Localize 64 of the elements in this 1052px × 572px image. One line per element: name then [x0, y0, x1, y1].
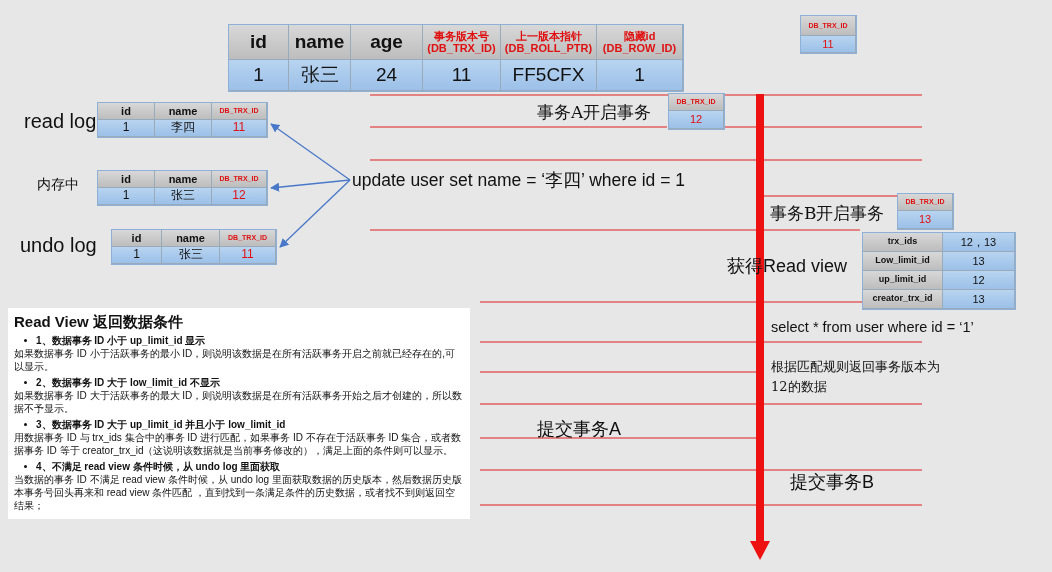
table-cell: 12	[943, 271, 1015, 290]
table-cell: 1	[112, 247, 162, 264]
table-cell: 11	[801, 36, 856, 53]
rule-heading: 4、不满足 read view 条件时候，从 undo log 里面获取	[14, 459, 464, 473]
arrow	[279, 179, 351, 248]
row-header: Low_limit_id	[863, 252, 943, 271]
rule-heading: 1、数据事务 ID 小于 up_limit_id 显示	[14, 333, 464, 347]
data-table	[97, 102, 268, 138]
table-cell: 12，13	[943, 233, 1015, 252]
row-header: trx_ids	[863, 233, 943, 252]
table-cell: 12	[212, 188, 267, 205]
table-cell: 1	[98, 188, 155, 205]
column-header: 上一版本指针 (DB_ROLL_PTR)	[501, 25, 597, 60]
text-panel	[8, 308, 470, 519]
table-cell: 11	[220, 247, 276, 264]
row-header: creator_trx_id	[863, 290, 943, 309]
row-header: up_limit_id	[863, 271, 943, 290]
panel-title: Read View 返回数据条件	[14, 312, 184, 332]
note-text: 根据匹配规则返回事务版本为12的数据	[771, 358, 941, 396]
table-cell: 张三	[162, 247, 220, 264]
table-cell: 13	[943, 252, 1015, 271]
rule-heading: 3、数据事务 ID 大于 up_limit_id 并且小于 low_limit_id	[14, 417, 464, 431]
rule-text: 当数据的事务 ID 不满足 read view 条件时候，从 undo log 里面获取数据的历史版本，然后数据历史版本事务号回头再来和 read view 条件匹配 ，直到找到一条满足条件的历史数据，或者找不到则返回空结果；	[14, 472, 463, 512]
table-label: 内存中	[37, 176, 79, 194]
column-header: age	[351, 25, 423, 60]
column-header: id	[229, 25, 289, 60]
table-cell: 24	[351, 60, 423, 91]
column-header: 事务版本号 (DB_TRX_ID)	[423, 25, 501, 60]
column-header: 隐藏id (DB_ROW_ID)	[597, 25, 683, 60]
table-cell: 13	[898, 211, 953, 229]
table-cell: 11	[423, 60, 501, 91]
note-text: 提交事务B	[790, 471, 875, 494]
table-cell: 11	[212, 120, 267, 137]
table-cell: 张三	[155, 188, 212, 205]
note-text: 事务B开启事务	[770, 202, 886, 225]
table-cell: 12	[669, 111, 724, 129]
table-label: read log	[24, 110, 97, 133]
column-header: name	[155, 103, 212, 120]
data-table	[111, 229, 277, 265]
table-cell: 1	[229, 60, 289, 91]
note-text: 事务A开启事务	[537, 101, 653, 124]
table-cell: FF5CFX	[501, 60, 597, 91]
column-header: id	[98, 103, 155, 120]
arrow	[270, 179, 351, 192]
table-label: undo log	[20, 234, 97, 257]
column-header: name	[289, 25, 351, 60]
data-table	[97, 170, 268, 206]
rule-heading: 2、数据事务 ID 大于 low_limit_id 不显示	[14, 375, 464, 389]
table-cell: 张三	[289, 60, 351, 91]
column-header: name	[162, 230, 220, 247]
rule-text: 用数据事务 ID 与 trx_ids 集合中的事务 ID 进行匹配，如果事务 ID 不存在于活跃事务 ID 集合，或者数据事务 ID 等于 creator_trx_id（这说明该数据就是当前事务修改的），满足上面的条件则可以显示。	[14, 430, 463, 457]
note-text: 提交事务A	[537, 418, 622, 441]
statement-text: update user set name = ‘李四’ where id = 1	[352, 168, 686, 192]
table-cell: 李四	[155, 120, 212, 137]
column-header: name	[155, 171, 212, 188]
column-header: id	[98, 171, 155, 188]
table-cell: 1	[597, 60, 683, 91]
note-text: select * from user where id = ‘1’	[771, 318, 975, 337]
arrow	[270, 123, 351, 181]
table-cell: 1	[98, 120, 155, 137]
table-cell: 13	[943, 290, 1015, 309]
rule-text: 如果数据事务 ID 小于活跃事务的最小 ID，则说明该数据是在所有活跃事务开启之前就已经存在的,可以显示。	[14, 346, 457, 373]
column-header: id	[112, 230, 162, 247]
rule-text: 如果数据事务 ID 大于活跃事务的最大 ID，则说明该数据是在所有活跃事务开始之后才创建的，所以数据不予显示。	[14, 388, 464, 415]
